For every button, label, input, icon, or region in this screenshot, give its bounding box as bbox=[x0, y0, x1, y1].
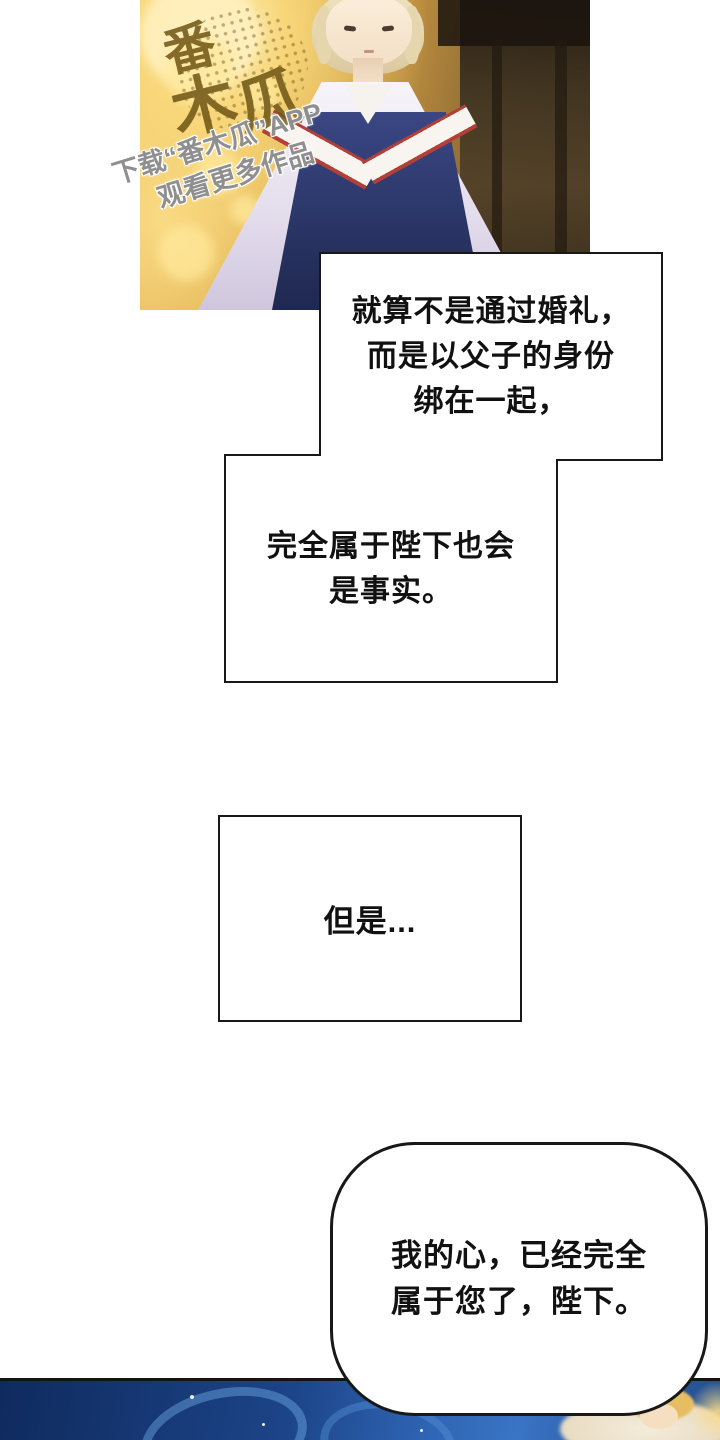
speech-bubble-1: 就算不是通过婚礼， 而是以父子的身份 绑在一起， bbox=[320, 253, 662, 460]
sparkle bbox=[262, 1423, 265, 1426]
dialogue-line: 我的心，已经完全 bbox=[391, 1238, 647, 1273]
bokeh-circle bbox=[158, 225, 214, 281]
dialogue-line: 而是以父子的身份 bbox=[367, 340, 615, 373]
water-swirl bbox=[131, 1381, 317, 1440]
golden-glow bbox=[688, 1381, 720, 1440]
dialogue-line: 完全属于陛下也会 bbox=[267, 529, 515, 563]
bokeh-circle bbox=[245, 75, 281, 111]
roof-shadow bbox=[438, 0, 590, 46]
sparkle bbox=[420, 1429, 423, 1432]
dialogue-line: 是事实。 bbox=[329, 574, 453, 608]
dialogue-line: 绑在一起， bbox=[413, 385, 569, 418]
speech-bubble-3: 我的心，已经完全 属于您了，陛下。 bbox=[330, 1142, 708, 1416]
wood-post bbox=[555, 40, 567, 310]
bokeh-circle bbox=[165, 35, 235, 105]
character-face bbox=[326, 0, 412, 66]
character-mouth bbox=[364, 50, 374, 53]
caption-box: 但是... bbox=[218, 815, 522, 1022]
wood-post bbox=[492, 40, 502, 310]
dialogue-line: 但是... bbox=[323, 904, 417, 939]
bokeh-circle bbox=[195, 150, 241, 196]
speech-bubble-2: 完全属于陛下也会 是事实。 bbox=[225, 455, 557, 682]
sparkle bbox=[190, 1395, 194, 1399]
dialogue-line: 就算不是通过婚礼， bbox=[351, 295, 631, 328]
dialogue-line: 属于您了，陛下。 bbox=[391, 1284, 647, 1319]
